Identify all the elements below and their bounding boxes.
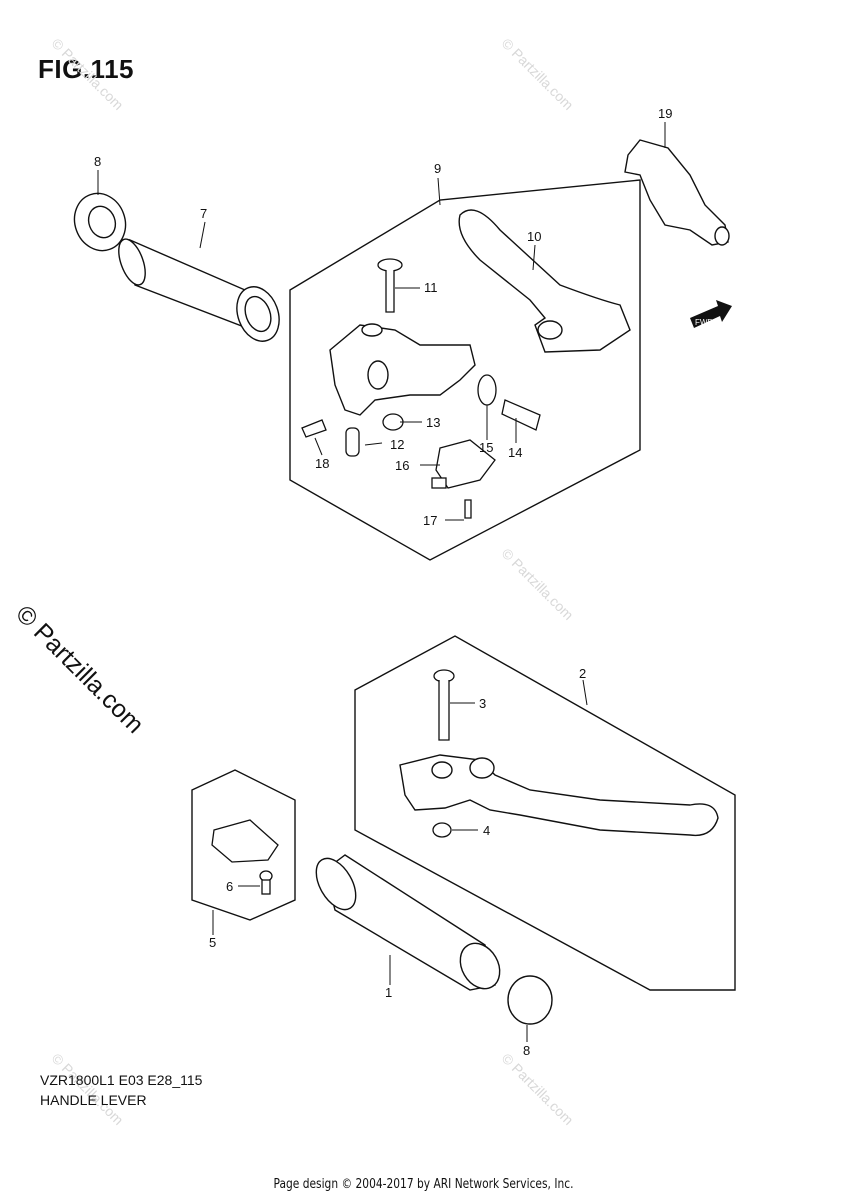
brake-switch-screw-icon <box>259 870 273 895</box>
leader-lines <box>97 122 666 1042</box>
switch-screw-icon <box>464 499 472 519</box>
callout-2: 2 <box>579 666 586 681</box>
brake-lever-icon <box>399 754 719 837</box>
collar-ring-icon <box>73 192 127 252</box>
callout-6: 6 <box>226 879 233 894</box>
callout-4: 4 <box>483 823 490 838</box>
page-footer: Page design © 2004-2017 by ARI Network S… <box>273 1177 574 1192</box>
collar-icon <box>345 427 360 457</box>
section-title: HANDLE LEVER <box>40 1092 147 1108</box>
callout-19: 19 <box>658 106 672 121</box>
callout-15: 15 <box>479 440 493 455</box>
callout-7: 7 <box>200 206 207 221</box>
adjuster-bolt-icon <box>501 399 541 431</box>
adjuster-icon <box>477 374 497 406</box>
callout-14: 14 <box>508 445 522 460</box>
callout-18: 18 <box>315 456 329 471</box>
callout-8-upper: 8 <box>94 154 101 169</box>
callout-11: 11 <box>424 280 438 295</box>
callout-17: 17 <box>423 513 437 528</box>
bar-end-cap-icon <box>507 975 553 1025</box>
throttle-grip-icon <box>118 238 280 342</box>
screw-icon <box>301 419 327 438</box>
callout-16: 16 <box>395 458 409 473</box>
callout-3: 3 <box>479 696 486 711</box>
callout-8-lower: 8 <box>523 1043 530 1058</box>
fwd-label: FWD <box>695 318 713 327</box>
pivot-pin-icon <box>377 258 403 313</box>
brake-switch-icon <box>211 819 279 863</box>
callout-9: 9 <box>434 161 441 176</box>
callout-13: 13 <box>426 415 440 430</box>
callout-10: 10 <box>527 229 541 244</box>
callout-5: 5 <box>209 935 216 950</box>
brake-nut-icon <box>432 822 452 838</box>
lever-holder-icon <box>329 323 476 416</box>
model-code: VZR1800L1 E03 E28_115 <box>40 1072 203 1088</box>
callout-12: 12 <box>390 437 404 452</box>
small-hardware-icons <box>301 374 541 457</box>
figure-title: FIG.115 <box>38 54 134 84</box>
callout-1: 1 <box>385 985 392 1000</box>
fwd-arrow-icon <box>690 300 732 328</box>
clutch-lever-icon <box>458 209 631 353</box>
assembly-frame-2 <box>354 635 736 991</box>
switch-frame-5 <box>191 769 296 921</box>
clutch-switch-icon <box>431 439 496 489</box>
lever-cover-icon <box>624 139 730 246</box>
handlebar-grip-icon <box>315 854 501 991</box>
brake-pivot-bolt-icon <box>433 669 455 741</box>
